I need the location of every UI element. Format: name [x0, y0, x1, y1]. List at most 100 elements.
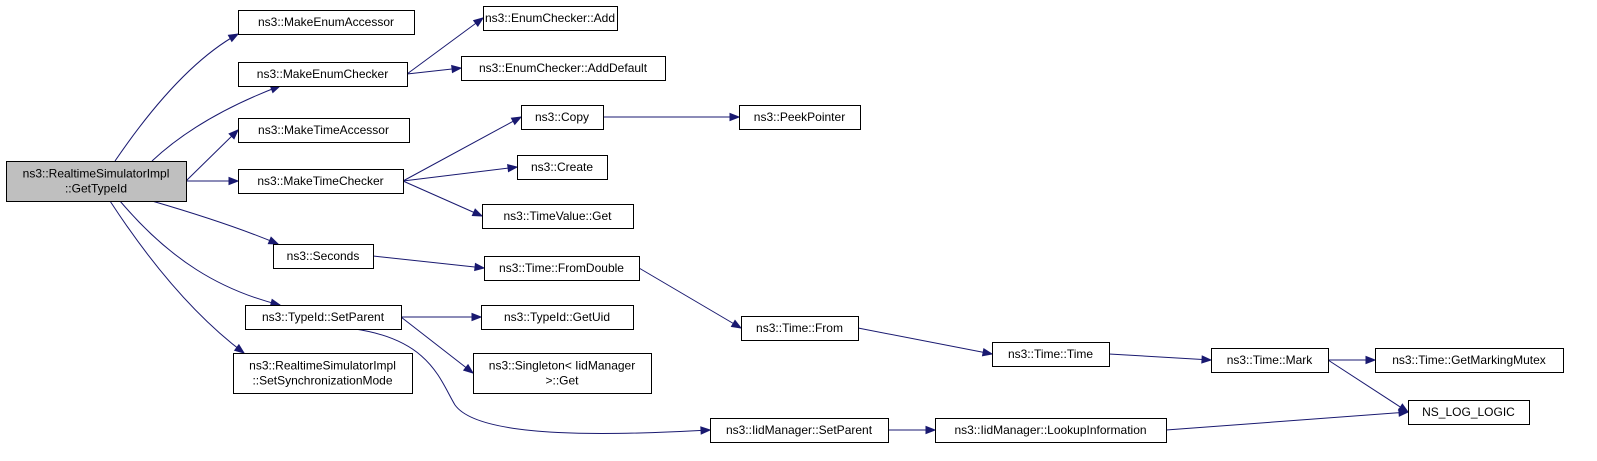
edge-copy-to-peek-pointer — [603, 112, 741, 122]
arrowhead — [925, 425, 937, 435]
node-label: ns3::Time::From — [756, 321, 843, 335]
node-label: ns3::Create — [531, 160, 593, 174]
edge-seconds-to-time-from-double — [372, 255, 486, 272]
node-make-time-accessor[interactable]: ns3::MakeTimeAccessor — [238, 118, 410, 143]
node-time-from-double[interactable]: ns3::Time::FromDouble — [484, 256, 640, 281]
arrowhead — [1201, 355, 1213, 364]
node-singleton-get[interactable]: ns3::Singleton< IidManager>::Get — [473, 353, 652, 394]
edge-iid-manager-set-parent-to-iid-manager-lookup — [888, 425, 937, 435]
node-time-time[interactable]: ns3::Time::Time — [992, 342, 1110, 367]
node-label: ns3::IidManager::LookupInformation — [954, 423, 1146, 437]
node-label: ns3::PeekPointer — [754, 110, 845, 124]
node-label: NS_LOG_LOGIC — [1422, 405, 1515, 419]
node-type-id-get-uid[interactable]: ns3::TypeId::GetUid — [481, 305, 634, 330]
node-make-enum-checker[interactable]: ns3::MakeEnumChecker — [238, 62, 408, 87]
node-create[interactable]: ns3::Create — [517, 155, 608, 180]
node-label: ns3::Time::GetMarkingMutex — [1392, 353, 1546, 367]
node-label: ns3::IidManager::SetParent — [726, 423, 873, 437]
node-box — [739, 105, 861, 130]
node-label: ns3::TypeId::GetUid — [504, 310, 610, 324]
node-label: ns3::MakeTimeChecker — [257, 174, 383, 188]
arrowhead — [471, 208, 484, 217]
edge-type-id-set-parent-to-iid-manager-set-parent — [354, 328, 712, 435]
node-enum-checker-add-default[interactable]: ns3::EnumChecker::AddDefault — [461, 56, 666, 81]
edge-make-enum-checker-to-enum-checker-add-default — [406, 64, 463, 75]
node-box — [473, 353, 652, 394]
node-label: ns3::MakeEnumAccessor — [258, 15, 394, 29]
edge-time-from-to-time-time — [857, 327, 994, 357]
node-box — [481, 305, 634, 330]
edge-time-time-to-time-mark — [1108, 353, 1213, 364]
node-label: ns3::Copy — [535, 110, 589, 124]
node-label: ns3::Singleton< IidManager — [489, 359, 635, 373]
arrowhead — [981, 348, 994, 357]
edge-time-from-double-to-time-from — [638, 267, 743, 329]
edge-iid-manager-lookup-to-ns-log-logic — [1165, 408, 1410, 431]
node-box — [245, 305, 402, 330]
node-label: ns3::TimeValue::Get — [503, 209, 612, 223]
node-iid-manager-set-parent[interactable]: ns3::IidManager::SetParent — [710, 418, 889, 443]
edge-make-time-checker-to-copy — [402, 116, 523, 182]
arrowhead — [474, 262, 486, 272]
node-box — [935, 418, 1167, 443]
node-peek-pointer[interactable]: ns3::PeekPointer — [739, 105, 861, 130]
arrowhead — [228, 176, 240, 186]
arrowhead — [510, 116, 523, 126]
edge-make-time-checker-to-create — [402, 163, 519, 182]
node-time-from[interactable]: ns3::Time::From — [741, 316, 859, 341]
arrowhead — [729, 112, 741, 122]
node-time-value-get[interactable]: ns3::TimeValue::Get — [482, 204, 634, 229]
node-label: ns3::RealtimeSimulatorImpl — [23, 167, 170, 181]
node-box — [710, 418, 889, 443]
node-box — [484, 256, 640, 281]
edge-root-to-type-id-set-parent — [119, 200, 282, 307]
node-box — [741, 316, 859, 341]
node-box — [517, 155, 608, 180]
node-iid-manager-lookup[interactable]: ns3::IidManager::LookupInformation — [935, 418, 1167, 443]
node-box — [238, 62, 408, 87]
node-box — [1375, 348, 1564, 373]
node-make-enum-accessor[interactable]: ns3::MakeEnumAccessor — [238, 10, 415, 35]
node-set-sync-mode[interactable]: ns3::RealtimeSimulatorImpl::SetSynchroni… — [233, 353, 413, 394]
node-box — [233, 353, 413, 394]
node-box — [238, 10, 415, 35]
edge-root-to-set-sync-mode — [109, 200, 246, 354]
node-label: ns3::RealtimeSimulatorImpl — [249, 359, 396, 373]
arrowhead — [471, 312, 483, 322]
node-copy[interactable]: ns3::Copy — [521, 105, 604, 130]
node-ns-log-logic[interactable]: NS_LOG_LOGIC — [1408, 400, 1530, 425]
node-label: ns3::Time::Time — [1008, 347, 1093, 361]
node-label: ns3::Time::FromDouble — [499, 261, 624, 275]
node-time-get-marking-mutex[interactable]: ns3::Time::GetMarkingMutex — [1375, 348, 1564, 373]
edges-layer — [109, 17, 1410, 435]
node-label: ns3::Time::Mark — [1227, 353, 1314, 367]
node-make-time-checker[interactable]: ns3::MakeTimeChecker — [238, 169, 404, 194]
node-root: ns3::RealtimeSimulatorImpl::GetTypeId — [6, 161, 187, 202]
node-box — [483, 6, 618, 31]
node-label: ns3::TypeId::SetParent — [262, 310, 385, 324]
arrowhead — [267, 236, 280, 245]
edge-time-mark-to-time-get-marking-mutex — [1328, 355, 1377, 365]
node-box — [521, 105, 604, 130]
node-label: ns3::EnumChecker::AddDefault — [479, 61, 648, 75]
node-label: ::SetSynchronizationMode — [252, 374, 392, 388]
arrowhead — [1398, 408, 1410, 417]
edge-root-to-make-time-checker — [186, 176, 240, 186]
node-label: >::Get — [545, 374, 579, 388]
arrowhead — [228, 129, 239, 140]
edge-make-time-checker-to-time-value-get — [402, 180, 484, 217]
node-box — [1211, 348, 1329, 373]
node-box — [6, 161, 187, 202]
node-enum-checker-add[interactable]: ns3::EnumChecker::Add — [483, 6, 618, 31]
node-box — [238, 169, 404, 194]
node-label: ns3::Seconds — [287, 249, 360, 263]
arrowhead — [1365, 355, 1377, 365]
node-type-id-set-parent[interactable]: ns3::TypeId::SetParent — [245, 305, 402, 330]
node-time-mark[interactable]: ns3::Time::Mark — [1211, 348, 1329, 373]
arrowhead — [507, 163, 519, 173]
arrowhead — [451, 64, 463, 74]
node-box — [238, 118, 410, 143]
node-seconds[interactable]: ns3::Seconds — [273, 244, 374, 269]
arrowhead — [472, 17, 485, 28]
